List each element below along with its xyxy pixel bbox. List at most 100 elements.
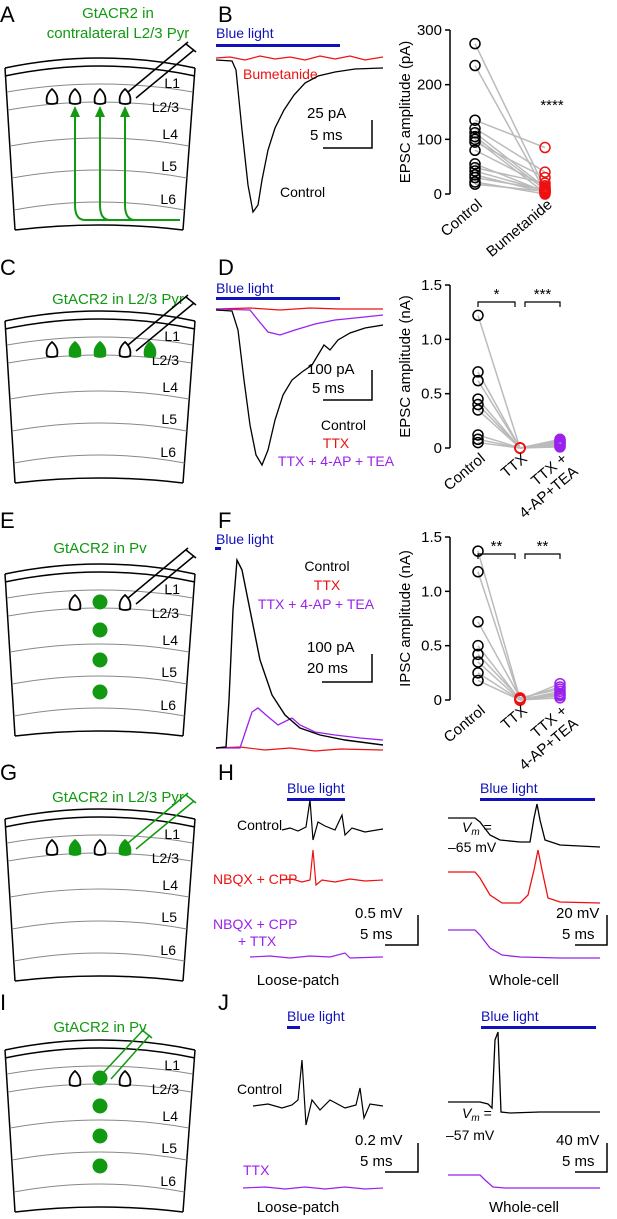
data-point: [472, 436, 484, 449]
panel-g-electrode: [127, 792, 197, 850]
layer-boundary-line: [6, 336, 193, 346]
panel-i-neurons: [68, 1070, 132, 1174]
panel-b-bumetanide-trace: [215, 55, 384, 61]
data-point: [539, 166, 551, 178]
data-point: [554, 692, 566, 704]
paired-line: [519, 692, 561, 700]
panel-f-legend-control: Control: [304, 558, 349, 574]
panel-f-legend-ttx: TTX: [314, 577, 341, 593]
panel-label-a: A: [0, 2, 15, 27]
y-axis-label: EPSC amplitude (nA): [397, 295, 414, 438]
pia-outer-line: [4, 808, 196, 820]
data-point: [472, 309, 484, 322]
panel-label-f: F: [218, 508, 231, 533]
panel-a-title-line1: GtACR2 in: [82, 5, 154, 22]
layer-label-l4: L4: [162, 126, 178, 142]
layer-label-l6: L6: [160, 444, 176, 460]
data-point: [472, 398, 484, 411]
panel-h-light-left: Blue light: [287, 780, 345, 796]
paired-line: [477, 380, 521, 449]
panel-h-right-scale-y: 20 mV: [556, 905, 599, 922]
layer-label-l5: L5: [161, 411, 177, 427]
layer-boundary-line: [6, 589, 193, 599]
paired-line: [519, 697, 561, 701]
panel-b-scale-bar: [323, 120, 373, 149]
layer-boundary-line: [13, 952, 185, 962]
data-point: [472, 433, 484, 446]
panel-j-light-bar-right: [481, 1026, 596, 1029]
category-label: TTX: [498, 450, 531, 481]
panel-e-electrode: [127, 547, 197, 605]
layer-label-l1: L1: [164, 1057, 180, 1073]
paired-line: [477, 672, 521, 701]
panel-d-light-bar: [216, 297, 340, 300]
panel-j-left-scale-x: 5 ms: [360, 1153, 393, 1170]
panel-f-scale-y: 100 pA: [307, 639, 355, 656]
panel-h-vm-value: –65 mV: [448, 839, 497, 855]
category-label: TTX: [498, 702, 531, 733]
data-point: [469, 59, 481, 72]
panel-b-control-trace: [215, 59, 384, 214]
panel-j-light-left: Blue light: [287, 1008, 345, 1024]
panel-c-electrode: [127, 294, 197, 352]
category-label: Bumetanide: [483, 196, 555, 260]
category-label: Control: [441, 702, 489, 746]
data-point: [469, 165, 481, 177]
panel-e-title: GtACR2 in Pv: [53, 540, 147, 557]
pia-outer-line: [4, 57, 196, 69]
layer-label-l6: L6: [160, 1173, 176, 1189]
data-point: [472, 656, 484, 668]
panel-b-scale-y: 25 pA: [307, 105, 346, 122]
panel-j-row-ttx: TTX: [243, 1162, 270, 1178]
panel-h-light-right: Blue light: [480, 780, 538, 796]
slice-right-edge: [182, 818, 196, 982]
layer-boundary-line: [6, 83, 193, 93]
significance-marker: **: [537, 538, 549, 555]
panel-label-b: B: [218, 2, 233, 27]
data-point: [469, 144, 481, 157]
data-point: [472, 616, 484, 628]
data-point: [554, 688, 566, 701]
data-point: [539, 185, 551, 198]
slice-bottom-edge: [14, 730, 184, 737]
panel-h-light-bar-left: [287, 798, 345, 801]
data-point: [472, 566, 484, 578]
slice-bottom-edge: [14, 975, 184, 982]
panel-d-control-trace: [215, 309, 384, 467]
significance-bracket: [477, 301, 516, 307]
y-axis-label: EPSC amplitude (pA): [397, 41, 414, 184]
paired-line: [474, 127, 546, 173]
panel-a-axons: [70, 106, 180, 221]
panel-label-j: J: [218, 990, 229, 1015]
slice-right-edge: [182, 573, 196, 737]
panel-j-vm-value: –57 mV: [446, 1127, 495, 1143]
pia-outer-line: [4, 563, 196, 575]
pia-outer-line: [4, 310, 196, 322]
slice-left-edge: [4, 818, 16, 982]
panel-j-ttx-trace: [242, 1186, 384, 1190]
y-tick-label: 200: [417, 77, 442, 94]
y-tick-label: 100: [417, 131, 442, 148]
panel-h-left-scale-x: 5 ms: [360, 926, 393, 943]
panel-f-ttx-trace: [215, 746, 384, 752]
panel-j-wc-control-trace: [448, 1031, 600, 1114]
data-point: [469, 171, 481, 184]
pia-inner-line: [4, 1047, 196, 1059]
pia-inner-line: [4, 65, 196, 77]
panel-f-light-label: Blue light: [216, 531, 274, 547]
panel-j-left-scale-y: 0.2 mV: [355, 1132, 403, 1149]
y-axis-label: IPSC amplitude (nA): [397, 550, 414, 687]
panel-label-e: E: [0, 508, 15, 533]
significance-bracket: [477, 553, 516, 559]
layer-label-l1: L1: [164, 328, 180, 344]
panel-h-wc-ttx-trace: [448, 929, 600, 959]
layer-label-l2-3: L2/3: [152, 99, 179, 115]
y-tick-label: 1.5: [421, 277, 442, 294]
y-tick-label: 0.5: [421, 386, 442, 403]
layer-label-l4: L4: [162, 632, 178, 648]
panel-i-title: GtACR2 in Pv: [53, 1019, 147, 1036]
